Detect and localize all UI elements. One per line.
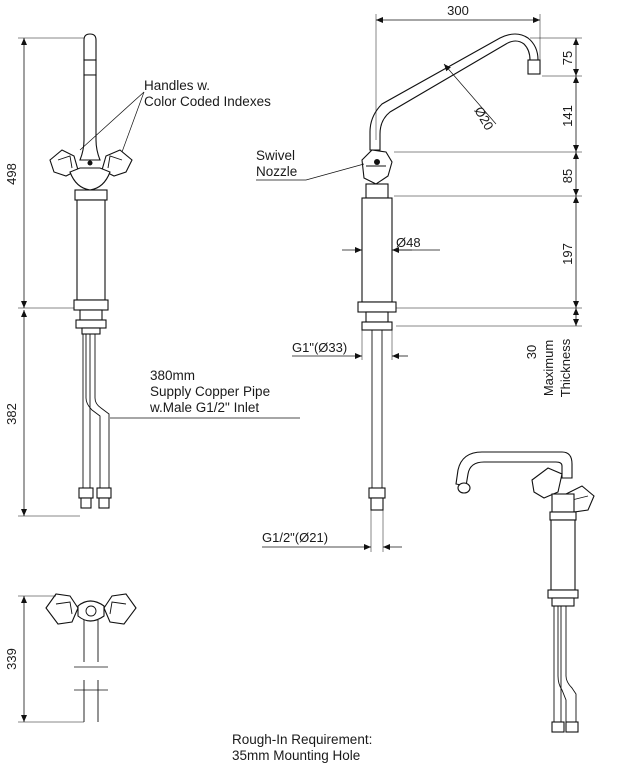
dim-g1: G1"(Ø33) (292, 330, 408, 360)
handles-callout: Handles w. Color Coded Indexes (79, 78, 271, 153)
dim-197-label: 197 (560, 243, 575, 265)
top-handle-left (45, 593, 79, 625)
front-view (49, 33, 133, 509)
top-handle-right (103, 593, 137, 625)
dim-498-label: 498 (4, 163, 19, 185)
dim-498: 498 (4, 37, 84, 309)
top-view (45, 593, 137, 722)
dim-body-dia-label: Ø48 (396, 235, 421, 250)
swivel-label-line1: Swivel (256, 148, 295, 163)
handles-label-line1: Handles w. (144, 78, 210, 93)
right-stack-dims: 75 141 85 197 (394, 37, 582, 327)
dim-max-thickness: 30 Maximum Thickness (524, 338, 573, 397)
dim-75-label: 75 (560, 51, 575, 65)
dim-300: 300 (375, 3, 541, 140)
dim-300-label: 300 (447, 3, 469, 18)
dim-339-label: 339 (4, 648, 19, 670)
swivel-label-line2: Nozzle (256, 164, 297, 179)
side-view (357, 33, 541, 511)
max-thick-value: 30 (524, 345, 539, 359)
max-thick-word2: Thickness (558, 338, 573, 397)
dim-g12: G1/2"(Ø21) (262, 510, 402, 552)
dim-85-label: 85 (560, 169, 575, 183)
dim-g1-label: G1"(Ø33) (292, 340, 347, 355)
rough-in-note: Rough-In Requirement: 35mm Mounting Hole (232, 732, 372, 763)
dim-spout-dia: Ø20 (443, 63, 497, 133)
dim-382: 382 (4, 310, 80, 517)
rough-in-line2: 35mm Mounting Hole (232, 748, 360, 763)
dim-339: 339 (4, 595, 84, 723)
dim-spout-dia-label: Ø20 (471, 104, 496, 133)
iso-view (455, 451, 595, 733)
pipe-label-line2: Supply Copper Pipe (150, 384, 270, 399)
pipe-callout: 380mm Supply Copper Pipe w.Male G1/2" In… (110, 368, 300, 419)
swivel-callout: Swivel Nozzle (256, 148, 365, 181)
dim-g12-label: G1/2"(Ø21) (262, 530, 328, 545)
handles-label-line2: Color Coded Indexes (144, 94, 271, 109)
pipe-label-line3: w.Male G1/2" Inlet (149, 400, 259, 415)
dim-141-label: 141 (560, 105, 575, 127)
max-thick-word1: Maximum (541, 340, 556, 396)
rough-in-line1: Rough-In Requirement: (232, 732, 372, 747)
pipe-label-line1: 380mm (150, 368, 195, 383)
dim-382-label: 382 (4, 403, 19, 425)
dim-body-dia: Ø48 (342, 235, 440, 253)
